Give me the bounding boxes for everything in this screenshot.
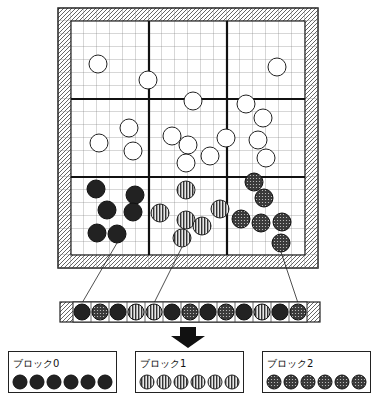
dotted-particle [284,375,298,389]
white-particle [120,119,138,137]
dotted-particle [255,189,273,207]
white-particle [184,92,202,110]
striped-particle [177,181,195,199]
dotted-particle [272,234,290,252]
dotted-particle [267,375,281,389]
array-cells [73,302,307,322]
striped-particle [177,211,195,229]
white-particle [254,109,272,127]
black-particle [164,304,180,320]
array-strip [60,302,320,322]
white-particle [179,136,197,154]
dotted-particle [252,214,270,232]
black-particle [98,201,116,219]
striped-particle [193,217,211,235]
striped-particle [157,375,171,389]
striped-particle [208,375,222,389]
dotted-particle [335,375,349,389]
dotted-particle [245,173,263,191]
striped-particle [128,304,144,320]
dotted-particle [92,304,108,320]
black-particle [236,304,252,320]
black-particle [200,304,216,320]
dotted-particle [273,213,291,231]
board-frame [58,8,318,268]
striped-particle [211,200,229,218]
white-particle [268,58,286,76]
black-particle [13,375,27,389]
striped-particle [254,304,270,320]
black-particle [74,304,90,320]
dotted-particle [318,375,332,389]
block-box: ブロック2 [262,351,371,393]
block-box: ブロック0 [8,351,117,393]
striped-particle [146,304,162,320]
black-particle [272,304,288,320]
white-particle [201,147,219,165]
striped-particle [151,204,169,222]
leader-line [82,243,298,303]
white-particle [124,142,142,160]
black-particle [64,375,78,389]
block-box: ブロック1 [135,351,244,393]
striped-particle [174,375,188,389]
white-particle [89,55,107,73]
black-particle [124,203,142,221]
black-particle [47,375,61,389]
dotted-particle [301,375,315,389]
block-label: ブロック0 [9,356,63,372]
white-particle [257,149,275,167]
dotted-particle [182,304,198,320]
board-grid [58,8,318,268]
dotted-particle [232,210,250,228]
dotted-particle [218,304,234,320]
array-cell-divider [91,302,289,322]
black-particle [126,186,144,204]
dotted-particle [352,375,366,389]
block-divider [71,21,305,255]
white-particle [90,134,108,152]
down-arrow [171,327,205,348]
black-particle [81,375,95,389]
block-label: ブロック1 [136,356,190,372]
black-particle [110,304,126,320]
black-particle [88,224,106,242]
dotted-particle [290,304,306,320]
striped-particle [140,375,154,389]
black-particle [98,375,112,389]
white-particle [237,95,255,113]
striped-particle [191,375,205,389]
white-particle [249,131,267,149]
black-particle [108,225,126,243]
white-particle [163,127,181,145]
white-particle [139,71,157,89]
white-particle [177,154,195,172]
striped-particle [225,375,239,389]
black-particle [30,375,44,389]
white-particle [217,129,235,147]
black-particle [87,180,105,198]
block-label: ブロック2 [263,356,317,372]
striped-particle [173,229,191,247]
board-inner-border [71,21,305,255]
